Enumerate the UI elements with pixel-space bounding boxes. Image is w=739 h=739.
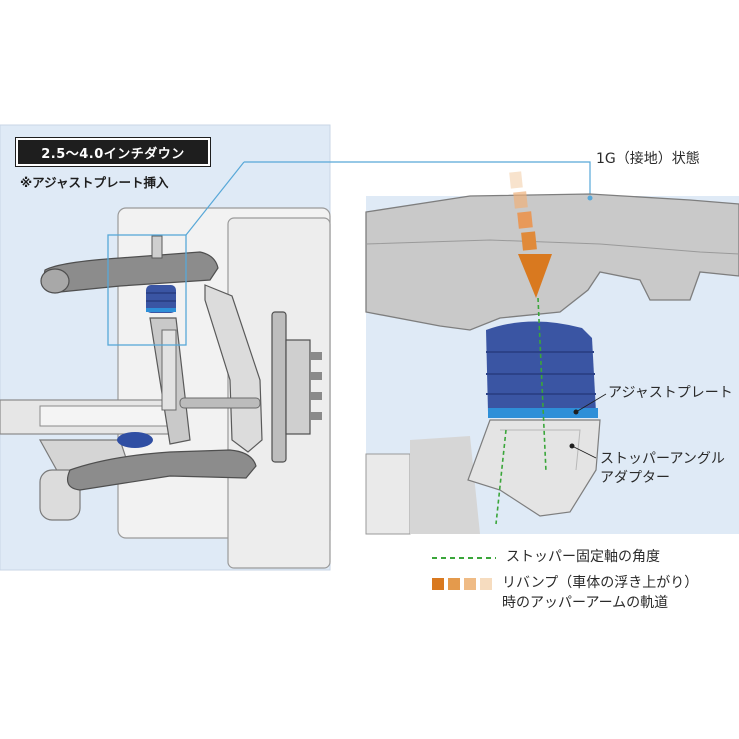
right-detail-panel [365,171,739,535]
rebound-trajectory-arrow [509,171,552,298]
legend-stopper-axis: ストッパー固定軸の角度 [506,549,660,565]
legend-rebound-line2: 時のアッパーアームの軌道 [502,595,669,611]
callout-1g-state: 1G（接地）状態 [596,151,700,167]
detail-highlight-box [107,234,187,346]
callout-stopper-adapter-line2: アダプター [600,470,670,486]
callout-stopper-adapter-line1: ストッパーアングル [600,451,725,467]
left-overview-panel [0,124,591,571]
legend-rebound-line1: リバンプ（車体の浮き上がり） [502,575,699,591]
legend-orange-swatch [432,578,492,590]
legend [432,557,496,590]
stopper-angle-adapter-shape [467,419,601,517]
callout-adjust-plate: アジャストプレート [608,385,733,401]
lowering-range-badge: 2.5〜4.0インチダウン [15,137,211,167]
stopper-axis-line [537,297,547,473]
adjust-plate-note: ※アジャストプレート挿入 [20,175,169,190]
